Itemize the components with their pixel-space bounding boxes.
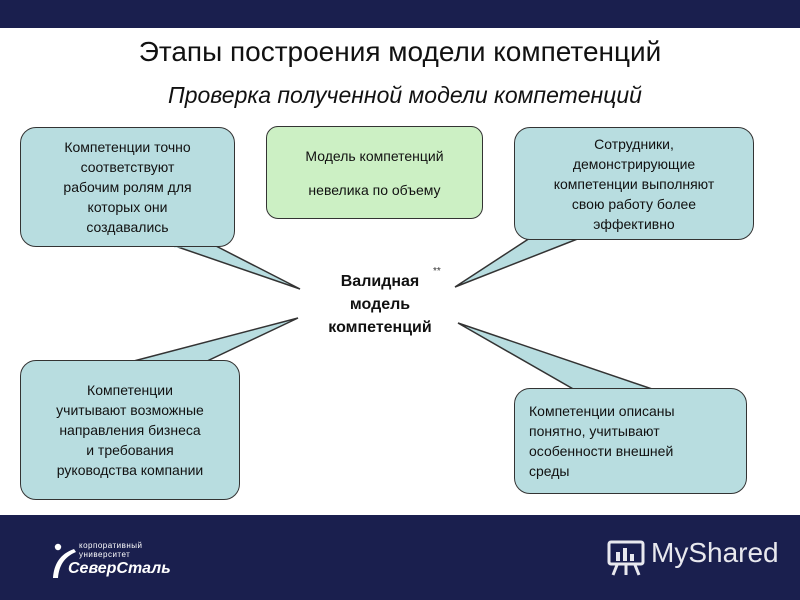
callout-line: особенности внешней xyxy=(529,443,674,459)
callout-line: Модель компетенций xyxy=(305,147,444,164)
severstal-logo-icon xyxy=(53,543,76,578)
callout-line: среды xyxy=(529,463,570,479)
severstal-logo-small-text: корпоративный университет xyxy=(79,541,143,559)
center-line: компетенций xyxy=(328,319,432,336)
callout-top-right: Сотрудники, демонстрирующие компетенции … xyxy=(514,127,754,240)
callout-line: рабочим ролям для xyxy=(63,179,192,195)
callout-bottom-right: Компетенции описаны понятно, учитывают о… xyxy=(514,388,747,494)
pointer-bottom-left xyxy=(129,317,299,363)
callout-line: демонстрирующие xyxy=(572,155,696,172)
callout-bottom-right-text: Компетенции описаны понятно, учитывают о… xyxy=(529,401,675,481)
callout-line: и требования xyxy=(86,442,174,458)
callout-line: Сотрудники, xyxy=(594,135,674,152)
center-line: Валидная xyxy=(340,273,420,290)
pointer-top-left xyxy=(171,244,301,290)
severstal-logo: корпоративный университет СеверСталь xyxy=(50,541,180,581)
myshared-text: MyShared xyxy=(651,537,779,568)
callout-bottom-left: Компетенции учитывают возможные направле… xyxy=(20,360,240,500)
callout-top-left-text: Компетенции точно соответствуют рабочим … xyxy=(63,137,191,237)
presentation-board-icon xyxy=(607,540,645,576)
callout-line: понятно, учитывают xyxy=(529,423,660,439)
callout-line: создавались xyxy=(86,219,169,235)
pointer-top-right xyxy=(454,237,581,288)
center-line: модель xyxy=(349,296,411,313)
callout-line: эффективно xyxy=(593,215,675,232)
callout-line: Компетенции xyxy=(87,382,173,398)
center-label: Валидная модель компетенций xyxy=(300,270,460,339)
callout-line: руководства компании xyxy=(56,462,204,478)
footer-bar: корпоративный университет СеверСталь MyS… xyxy=(0,515,800,600)
logo-small-line: корпоративный xyxy=(79,541,143,550)
callout-top-middle: Модель компетенций невелика по объему xyxy=(266,126,483,219)
callout-line: которых они xyxy=(87,199,168,215)
callout-line: Компетенции точно xyxy=(64,139,191,155)
callout-line: направления бизнеса xyxy=(59,422,201,438)
callout-top-right-text: Сотрудники, демонстрирующие компетенции … xyxy=(554,134,715,234)
slide-title: Этапы построения модели компетенций xyxy=(138,36,662,67)
callout-line: невелика по объему xyxy=(308,181,441,198)
footnote-mark: ** xyxy=(433,266,441,277)
callout-bottom-left-text: Компетенции учитывают возможные направле… xyxy=(56,380,204,480)
callout-line: учитывают возможные xyxy=(56,402,204,418)
pointer-bottom-right xyxy=(457,322,656,391)
callout-line: соответствуют xyxy=(80,159,175,175)
callout-top-left: Компетенции точно соответствуют рабочим … xyxy=(20,127,235,247)
severstal-logo-name: СеверСталь xyxy=(68,560,171,577)
logo-small-line: университет xyxy=(79,550,131,559)
callout-line: Компетенции описаны xyxy=(529,403,675,419)
callout-line: компетенции выполняют xyxy=(553,175,715,192)
slide-subtitle: Проверка полученной модели компетенций xyxy=(168,82,642,108)
callout-line: свою работу более xyxy=(571,195,697,212)
top-bar xyxy=(0,0,800,28)
